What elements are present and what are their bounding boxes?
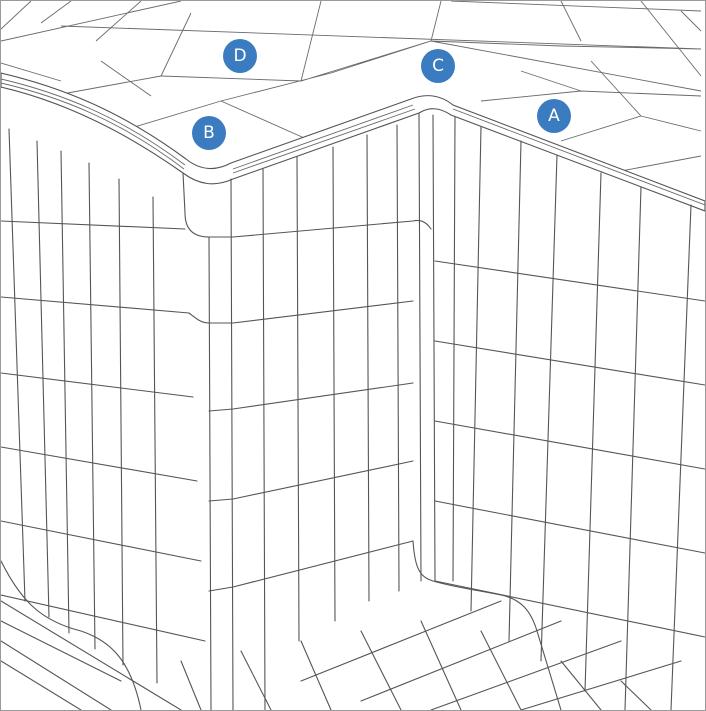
- left-wall: [1, 128, 212, 710]
- marker-c-badge: C: [421, 49, 455, 83]
- right-wall: [432, 114, 705, 710]
- marker-c-label: C: [432, 56, 444, 76]
- coping-edge: [1, 72, 705, 212]
- marker-d-badge: D: [223, 39, 257, 73]
- deck-tiles: [1, 1, 702, 172]
- marker-b-label: B: [203, 123, 215, 143]
- marker-a-label: A: [548, 106, 560, 126]
- pool-floor: [1, 560, 682, 710]
- marker-a-badge: A: [537, 99, 571, 133]
- marker-d-label: D: [233, 46, 247, 66]
- center-wall: [208, 112, 562, 710]
- marker-b-badge: B: [192, 116, 226, 150]
